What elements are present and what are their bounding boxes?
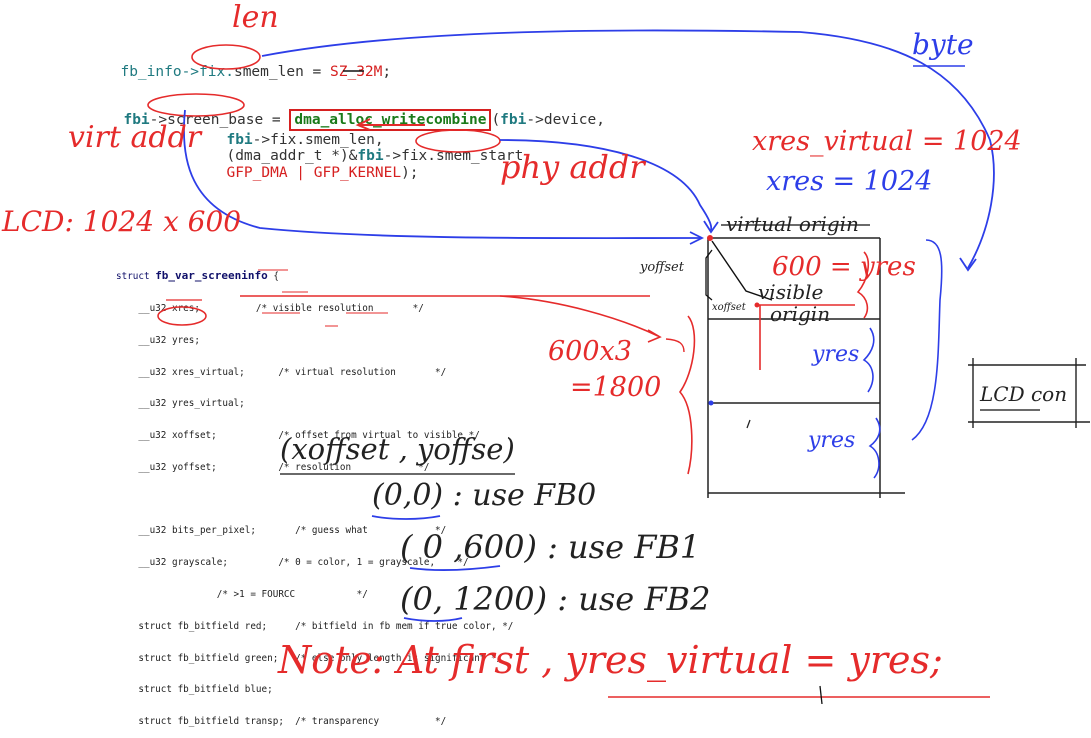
note-yres-virtual-eq-yres: Note: At first , yres_virtual = yres; bbox=[278, 638, 943, 682]
struct-line: __u32 grayscale; /* 0 = color, 1 = grays… bbox=[116, 557, 469, 569]
struct-header: struct fb_var_screeninfo { bbox=[116, 269, 513, 283]
lcd-con-box bbox=[968, 358, 1090, 428]
code-fix-smem-len: ->fix.smem_len, bbox=[252, 132, 384, 148]
code-arrow: -> bbox=[149, 112, 168, 128]
note-byte: byte bbox=[912, 28, 974, 61]
code-fbi: fbi bbox=[123, 112, 150, 128]
note-yres-2: yres bbox=[812, 342, 860, 367]
note-yoffset: yoffset bbox=[640, 260, 684, 275]
note-lcd-con: LCD con bbox=[980, 382, 1068, 406]
struct-keyword: struct bbox=[116, 271, 156, 283]
note-lcd-resolution: LCD: 1024 x 600 bbox=[2, 205, 242, 238]
note-xres: xres = 1024 bbox=[766, 166, 933, 197]
struct-line: __u32 yres_virtual; bbox=[116, 398, 245, 410]
struct-line: __u32 yres; bbox=[116, 334, 200, 346]
note-len: len bbox=[232, 0, 279, 35]
code-fix: ->fix. bbox=[383, 148, 437, 164]
code-assign: = bbox=[263, 112, 290, 128]
code-line-screen-base: fbi->screen_base = dma_alloc_writecombin… bbox=[106, 96, 605, 131]
note-xres-virtual: xres_virtual = 1024 bbox=[752, 126, 1022, 157]
code-device: ->device, bbox=[526, 112, 605, 128]
phy-addr-curve bbox=[499, 139, 713, 231]
struct-line: __u32 bits_per_pixel; /* guess what */ bbox=[116, 525, 447, 537]
byte-curve bbox=[261, 29, 995, 269]
circle-screen-base bbox=[147, 93, 245, 117]
code-gfp-flags: GFP_DMA | GFP_KERNEL bbox=[226, 165, 402, 181]
struct-line: struct fb_bitfield green; /* else only l… bbox=[116, 652, 503, 664]
code-close: ); bbox=[401, 165, 419, 181]
code-smem-len: smem_len bbox=[233, 64, 304, 80]
code-sz32m: SZ_32M bbox=[330, 64, 383, 80]
note-virtual-origin: virtual origin bbox=[726, 212, 859, 236]
note-use-fb1: ( 0 ,600) : use FB1 bbox=[400, 528, 701, 566]
struct-line: struct fb_bitfield transp; /* transparen… bbox=[116, 716, 447, 728]
note-phy-addr: phy addr bbox=[500, 148, 645, 186]
code-fbi-4: fbi bbox=[357, 148, 384, 164]
code-line-smem-len: fb_info->fix.smem_len = SZ_32M; bbox=[103, 48, 391, 80]
note-yres-3: yres bbox=[808, 428, 856, 453]
circle-smem-len bbox=[191, 44, 261, 70]
code-dma-func: dma_alloc_writecombine bbox=[289, 109, 492, 131]
struct-line: __u32 yoffset; /* resolution */ bbox=[116, 461, 430, 473]
framebuffer-box bbox=[707, 237, 905, 498]
struct-line: __u32 xres; /* visible resolution */ bbox=[116, 302, 424, 314]
annotation-layer bbox=[147, 29, 1090, 704]
code-fb-info: fb_info->fix. bbox=[120, 64, 234, 80]
note-yres-600: 600 = yres bbox=[772, 252, 916, 282]
struct-line: struct fb_bitfield red; /* bitfield in f… bbox=[116, 620, 514, 632]
note-visible: visible bbox=[758, 280, 824, 304]
note-600x3: 600x3 bbox=[548, 336, 632, 367]
code-cast: (dma_addr_t *)& bbox=[226, 148, 358, 164]
struct-line: /* >1 = FOURCC */ bbox=[116, 589, 368, 600]
code-eq: = bbox=[303, 64, 331, 80]
note-xoffset: xoffset bbox=[712, 302, 746, 313]
struct-line: struct fb_bitfield blue; bbox=[116, 684, 273, 696]
virt-addr-curve bbox=[183, 109, 701, 240]
struct-line: __u32 xoffset; /* offset from virtual to… bbox=[116, 430, 480, 442]
code-line-gfp: GFP_DMA | GFP_KERNEL); bbox=[209, 149, 419, 181]
note-origin: origin bbox=[770, 302, 831, 326]
note-virt-addr: virt addr bbox=[68, 120, 202, 155]
code-fbi-3: fbi bbox=[226, 132, 253, 148]
code-paren: ( bbox=[491, 112, 501, 128]
code-semicolon: ; bbox=[382, 64, 392, 80]
code-line-smem-len-arg: fbi->fix.smem_len, bbox=[209, 116, 384, 148]
struct-brace: { bbox=[267, 271, 279, 283]
code-fbi-2: fbi bbox=[500, 112, 527, 128]
circle-smem-start bbox=[415, 129, 501, 153]
note-use-fb2: (0, 1200) : use FB2 bbox=[400, 580, 711, 618]
note-1800: =1800 bbox=[570, 372, 662, 403]
note-use-fb0: (0,0) : use FB0 bbox=[372, 478, 597, 513]
struct-line: __u32 xres_virtual; /* virtual resolutio… bbox=[116, 366, 447, 378]
struct-name: fb_var_screeninfo bbox=[155, 269, 268, 283]
note-offset-pair: (xoffset , yoffse) bbox=[280, 432, 515, 466]
